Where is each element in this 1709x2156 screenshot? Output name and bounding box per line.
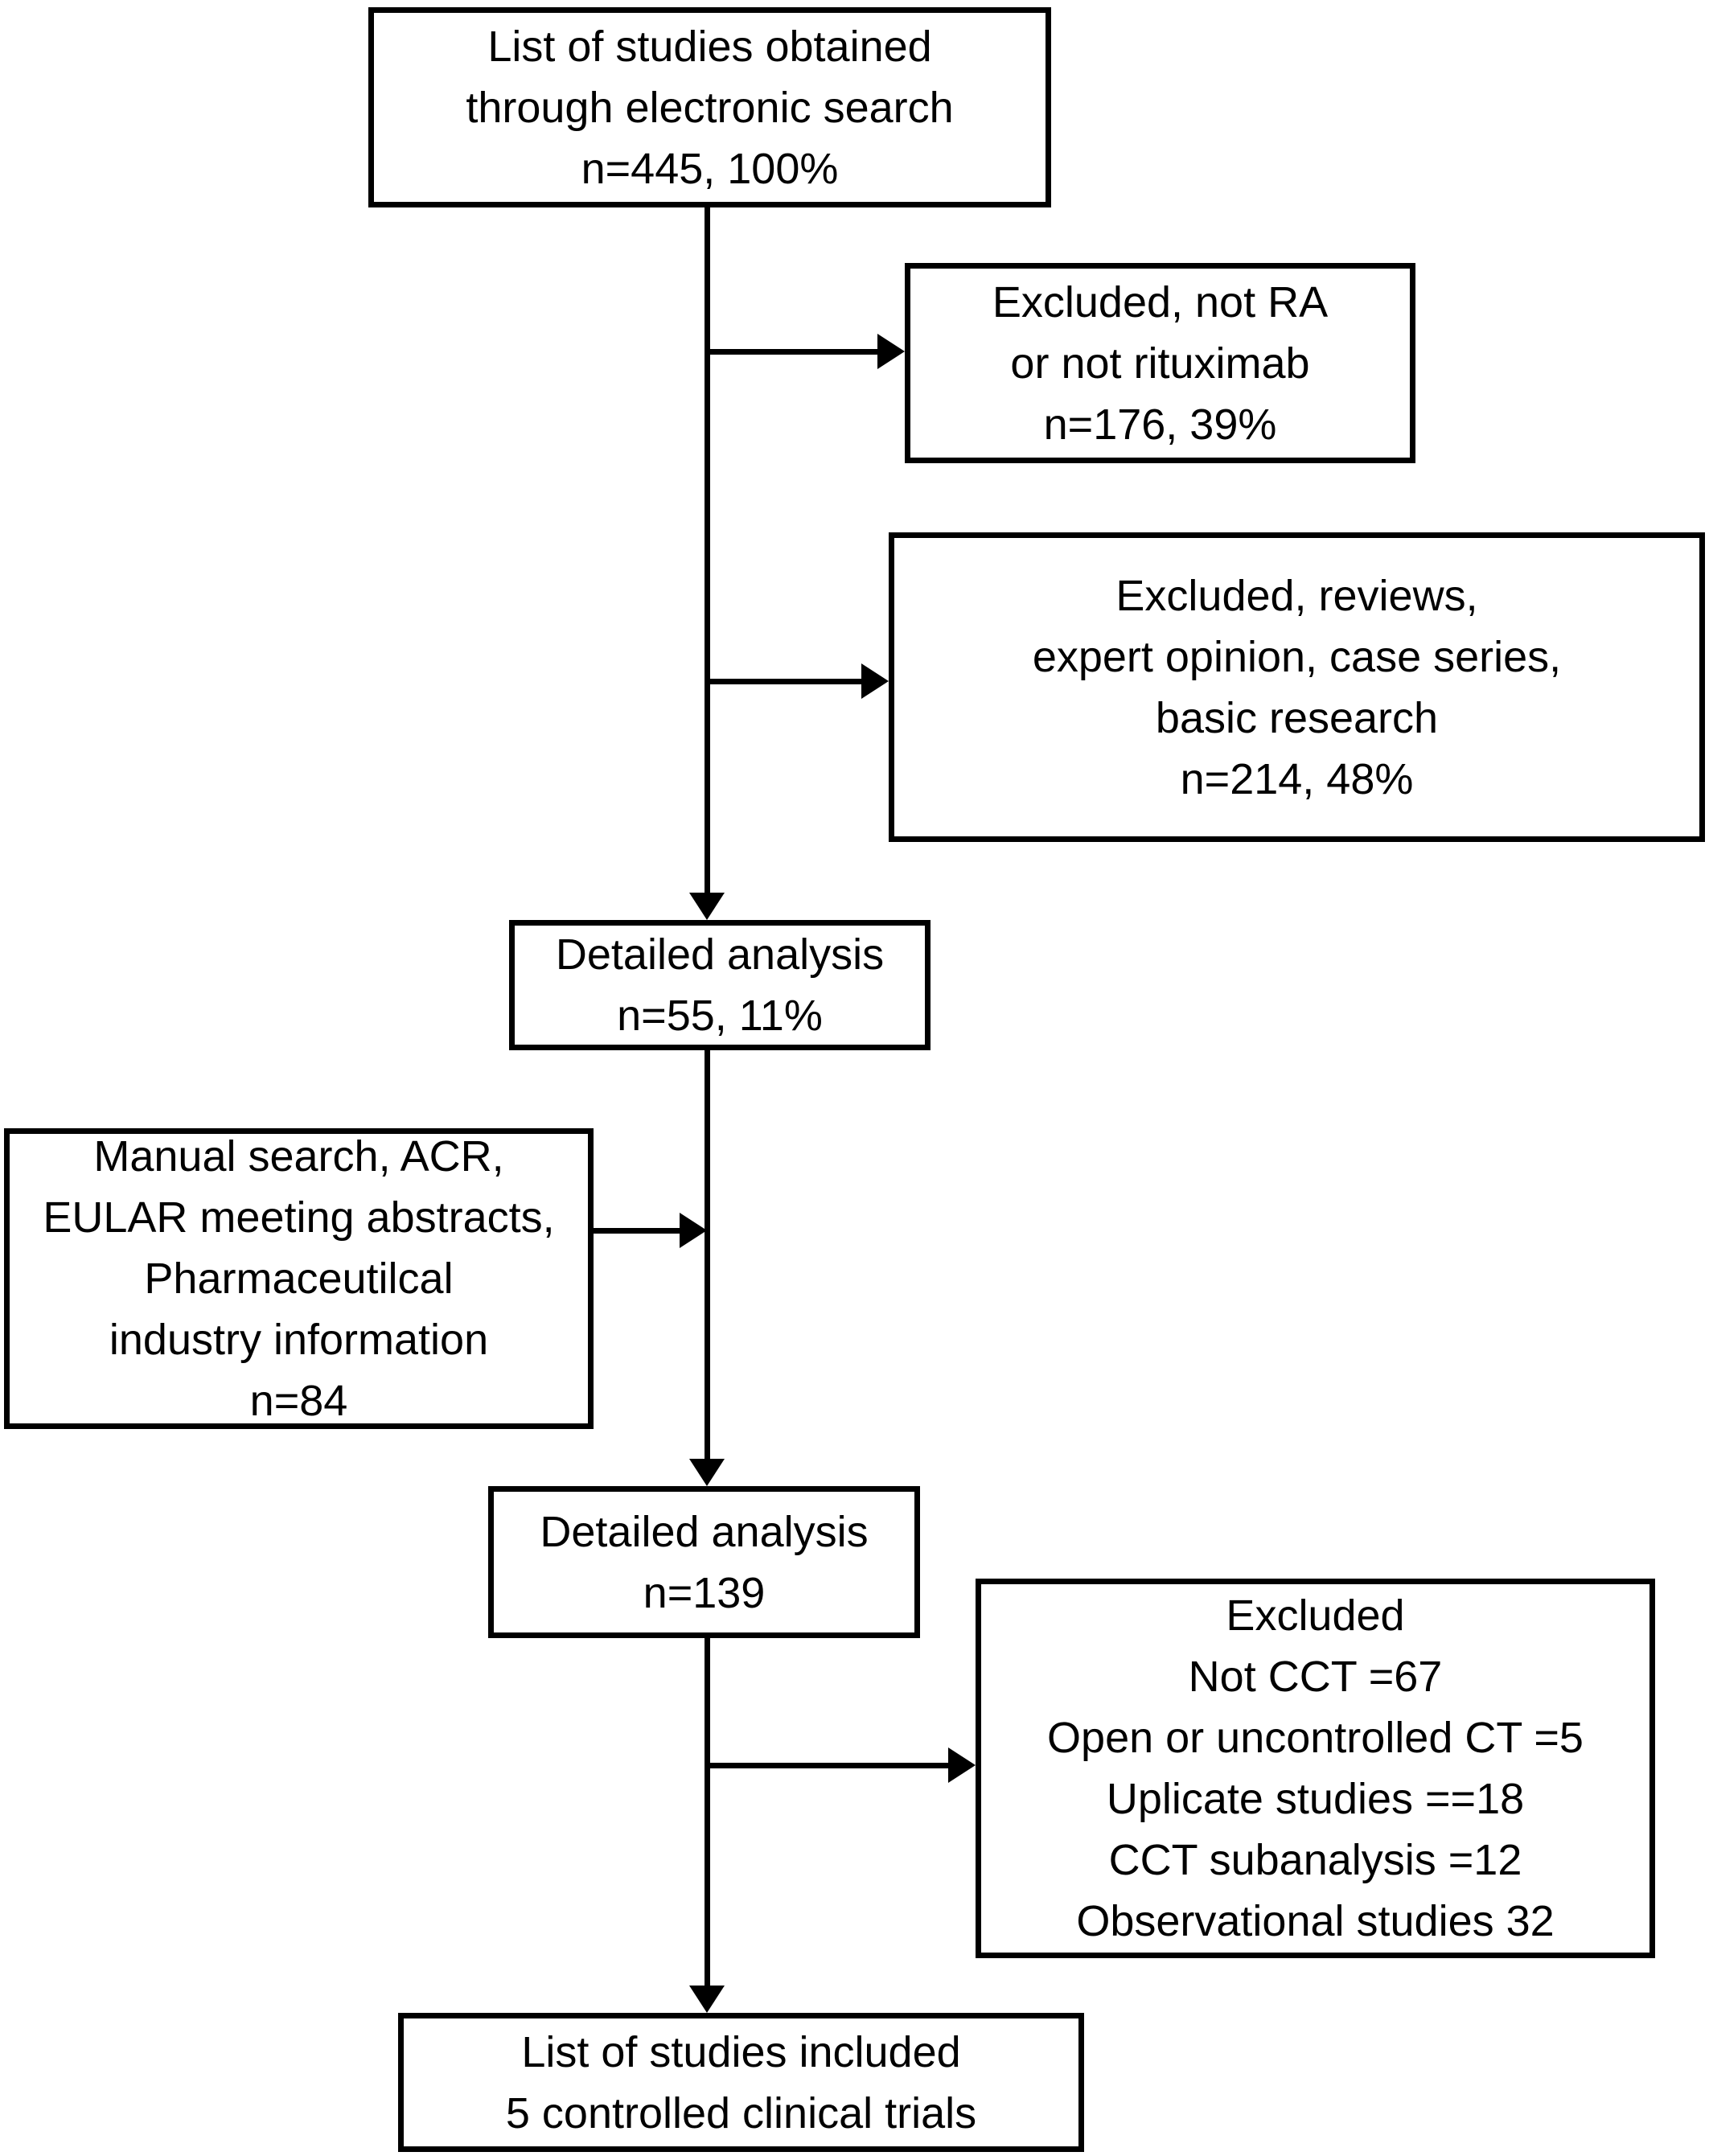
box-text-line: List of studies included xyxy=(521,2027,961,2076)
box-excluded-reviews: Excluded, reviews, expert opinion, case … xyxy=(889,532,1705,842)
box-text-line: expert opinion, case series, xyxy=(1032,632,1562,681)
connector-detailed139-to-included xyxy=(705,1638,710,1986)
box-text-line: Manual search, ACR, xyxy=(93,1132,504,1181)
arrowhead-right-excluded-reviews xyxy=(861,663,889,699)
box-text-line: List of studies obtained xyxy=(487,22,932,71)
box-text-line: CCT subanalysis =12 xyxy=(1108,1836,1522,1884)
box-text-line: n=139 xyxy=(643,1568,766,1617)
box-electronic-search: List of studies obtained through electro… xyxy=(368,7,1051,207)
box-text-line: Not CCT =67 xyxy=(1188,1653,1443,1701)
box-text-line: Pharmaceutilcal xyxy=(144,1255,454,1303)
box-text-line: n=214, 48% xyxy=(1180,754,1414,803)
box-text-line: basic research xyxy=(1155,693,1439,742)
box-excluded-cct: Excluded Not CCT =67 Open or uncontrolle… xyxy=(976,1579,1655,1958)
box-text-line: 5 controlled clinical trials xyxy=(505,2088,977,2138)
box-text-line: n=445, 100% xyxy=(581,144,839,193)
connector-manual-search-join xyxy=(594,1228,680,1234)
box-text-line: Excluded, not RA xyxy=(992,277,1329,326)
box-included-studies: List of studies included 5 controlled cl… xyxy=(398,2013,1084,2152)
arrowhead-down-detailed55 xyxy=(689,893,725,920)
box-text-line: n=84 xyxy=(249,1377,348,1425)
connector-detailed55-to-detailed139 xyxy=(705,1050,710,1459)
box-excluded-not-ra: Excluded, not RA or not rituximab n=176,… xyxy=(905,263,1415,463)
box-detailed-analysis-139: Detailed analysis n=139 xyxy=(488,1486,920,1638)
box-text-line: n=55, 11% xyxy=(617,992,823,1040)
box-detailed-analysis-55: Detailed analysis n=55, 11% xyxy=(509,920,931,1050)
box-text-line: Excluded, reviews, xyxy=(1115,571,1478,620)
arrowhead-right-excluded-not-ra xyxy=(877,334,905,369)
box-text-line: Detailed analysis xyxy=(555,930,885,979)
arrowhead-right-excluded-cct xyxy=(948,1747,976,1783)
box-text-line: Detailed analysis xyxy=(540,1507,869,1556)
box-text-line: Observational studies 32 xyxy=(1076,1897,1555,1945)
box-text-line: Open or uncontrolled CT =5 xyxy=(1047,1714,1584,1762)
arrowhead-down-detailed139 xyxy=(689,1459,725,1486)
box-text-line: through electronic search xyxy=(466,83,954,132)
connector-branch-excluded-reviews xyxy=(705,679,861,684)
box-manual-search: Manual search, ACR, EULAR meeting abstra… xyxy=(4,1128,594,1429)
connector-branch-excluded-not-ra xyxy=(705,349,877,355)
box-text-line: Excluded xyxy=(1226,1591,1405,1640)
box-text-line: industry information xyxy=(109,1316,489,1364)
arrowhead-right-manual-search-join xyxy=(680,1213,707,1248)
box-text-line: EULAR meeting abstracts, xyxy=(43,1193,555,1242)
arrowhead-down-included xyxy=(689,1986,725,2013)
box-text-line: Uplicate studies ==18 xyxy=(1106,1775,1525,1823)
connector-search-to-detailed55 xyxy=(705,207,710,893)
box-text-line: n=176, 39% xyxy=(1043,400,1277,449)
connector-branch-excluded-cct xyxy=(705,1763,948,1768)
box-text-line: or not rituximab xyxy=(1010,339,1310,388)
